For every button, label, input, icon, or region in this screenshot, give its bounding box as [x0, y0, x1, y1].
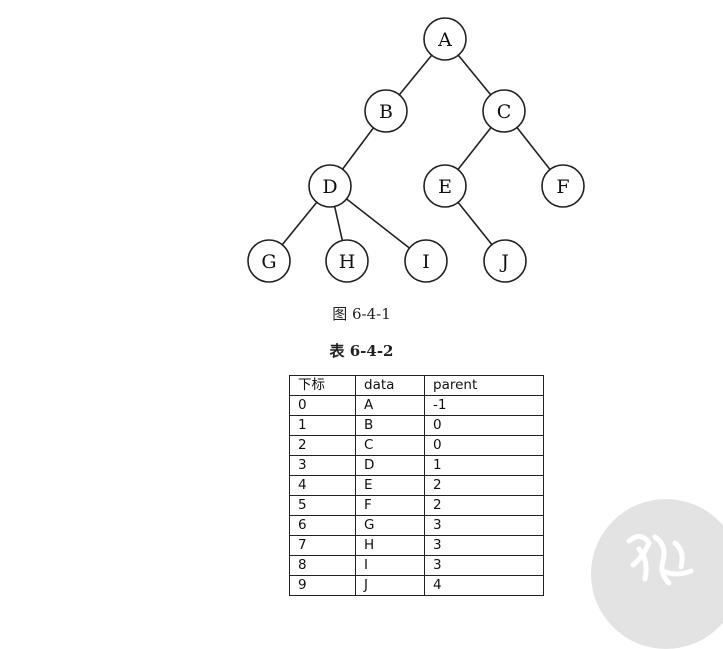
index-cell: 7 [289, 535, 356, 556]
tree-diagram: A B C D E F G H I J [247, 17, 585, 283]
parent-cell: 3 [424, 555, 544, 576]
data-cell: D [355, 455, 425, 476]
tree-node-circle [423, 164, 467, 208]
index-cell: 8 [289, 555, 356, 576]
tree-node-j: J [483, 239, 527, 283]
tree-node-circle [423, 17, 467, 61]
tree-node-e: E [423, 164, 467, 208]
tree-node-c: C [482, 89, 526, 133]
tree-node-circle [247, 239, 291, 283]
tree-node-label: D [322, 176, 337, 198]
parent-cell: -1 [424, 395, 544, 416]
tree-node-label: A [437, 29, 452, 51]
index-cell: 3 [289, 455, 356, 476]
index-cell: 1 [289, 415, 356, 436]
tree-node-circle [325, 239, 369, 283]
tree-node-circle [483, 239, 527, 283]
watermark-brush-mark [626, 534, 694, 586]
tree-node-circle [482, 89, 526, 133]
data-cell: F [355, 495, 425, 516]
parent-cell: 0 [424, 435, 544, 456]
data-cell: A [355, 395, 425, 416]
tree-node-label: C [497, 101, 512, 123]
parent-cell: 2 [424, 495, 544, 516]
tree-node-circle [404, 239, 448, 283]
tree-node-label: F [556, 176, 569, 198]
tree-edges [268, 38, 564, 262]
index-cell: 0 [289, 395, 356, 416]
data-cell: B [355, 415, 425, 436]
parent-cell: 0 [424, 415, 544, 436]
tree-node-label: I [422, 251, 430, 273]
tree-node-i: I [404, 239, 448, 283]
tree-node-circle [541, 164, 585, 208]
header-data: data [355, 375, 425, 396]
data-cell: H [355, 535, 425, 556]
tree-node-a: A [423, 17, 467, 61]
index-cell: 9 [289, 575, 356, 596]
table-header-row: 下标 data parent [289, 375, 544, 396]
table-caption: 表 6-4-2 [329, 342, 394, 360]
tree-node-label: J [499, 251, 509, 273]
index-cell: 6 [289, 515, 356, 536]
tree-node-g: G [247, 239, 291, 283]
header-parent: parent [424, 375, 544, 396]
tree-node-label: G [261, 251, 276, 273]
index-cell: 4 [289, 475, 356, 496]
data-cell: G [355, 515, 425, 536]
tree-node-label: H [339, 251, 356, 273]
parent-cell: 3 [424, 515, 544, 536]
index-cell: 2 [289, 435, 356, 456]
tree-node-label: E [438, 176, 452, 198]
tree-nodes: A B C D E F G H I J [247, 17, 585, 283]
figure-caption: 图 6-4-1 [332, 305, 391, 323]
parent-cell: 3 [424, 535, 544, 556]
watermark [591, 499, 723, 649]
data-cell: C [355, 435, 425, 456]
parent-cell: 4 [424, 575, 544, 596]
parent-cell: 1 [424, 455, 544, 476]
header-index: 下标 [289, 375, 356, 396]
data-cell: I [355, 555, 425, 576]
index-cell: 5 [289, 495, 356, 516]
tree-node-label: B [379, 101, 393, 123]
data-cell: J [355, 575, 425, 596]
tree-node-h: H [325, 239, 369, 283]
tree-node-circle [364, 89, 408, 133]
tree-node-f: F [541, 164, 585, 208]
tree-node-circle [308, 164, 352, 208]
tree-node-d: D [308, 164, 352, 208]
data-cell: E [355, 475, 425, 496]
parent-cell: 2 [424, 475, 544, 496]
tree-node-b: B [364, 89, 408, 133]
